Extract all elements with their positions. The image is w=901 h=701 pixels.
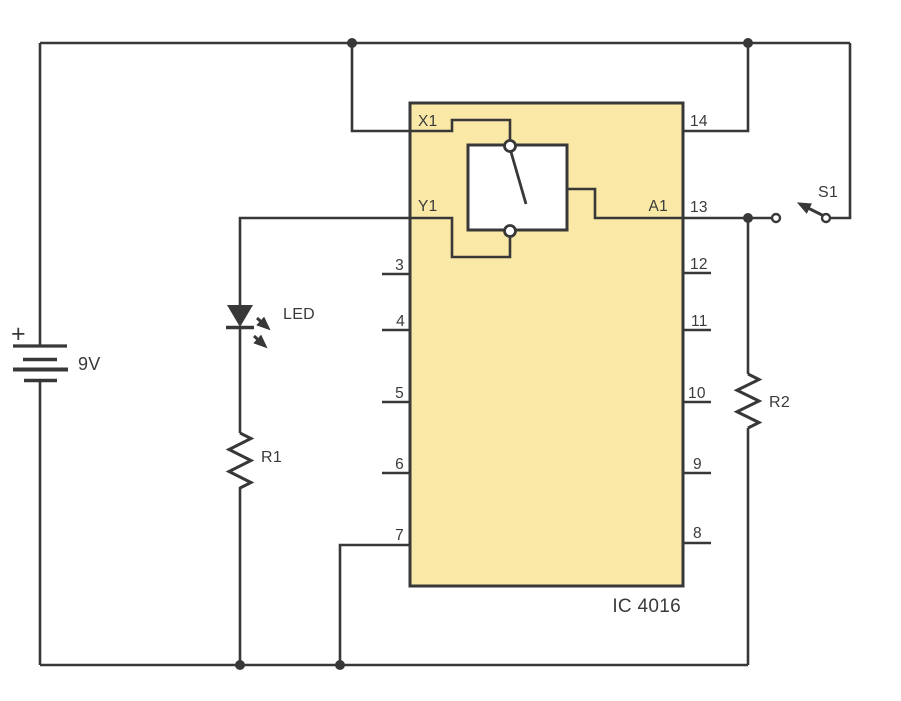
ic-pin-number-8: 8 [693,525,702,542]
internal-switch-contact-top [503,139,517,153]
ic-pin-number-5: 5 [395,385,404,402]
led-triangle [227,305,253,327]
battery-voltage-label: 9V [78,354,101,374]
junction-dots [235,38,753,670]
ic-pin-number-10: 10 [688,385,706,402]
r2-label: R2 [769,394,790,411]
ic-pin-number-11: 11 [691,313,708,330]
ic-pin-number-7: 7 [395,527,404,544]
wire-y1-to-led [238,216,410,306]
ic-name-label: IC 4016 [612,596,681,617]
ic-pin-number-4: 4 [396,313,405,330]
battery-symbol: + 9V [11,320,101,383]
resistor-r2-symbol: R2 [733,372,790,430]
internal-switch-contact-bottom [503,224,517,238]
internal-switch-lever [509,151,528,205]
ic-pin-label-y1: Y1 [418,198,438,215]
s1-lever [796,202,825,218]
ic-pin-number-3: 3 [395,257,404,274]
x1-internal-wire [410,118,512,140]
battery-plus-label: + [11,320,26,348]
s1-contact-left [770,212,782,224]
s1-contact-right [820,212,832,224]
s1-label: S1 [818,184,838,201]
led-symbol: LED [226,305,315,349]
junction-dot [347,38,357,48]
led-light-arrow-icon [255,316,271,331]
wire-to-switch [830,43,852,220]
internal-switch-box [466,143,569,232]
switch-s1-symbol: S1 [770,184,838,224]
ic-pin-number-14: 14 [690,113,708,130]
ic-pin-number-12: 12 [690,256,708,273]
junction-dot [335,660,345,670]
led-light-arrow-icon [252,334,268,349]
junction-dot [743,38,753,48]
internal-switch-symbol [466,139,569,238]
r1-zigzag [225,431,255,490]
ic-pin-number-6: 6 [395,456,404,473]
junction-dot [743,213,753,223]
led-label: LED [283,306,315,323]
ic-pin-number-13: 13 [690,199,708,216]
wire-to-x1 [350,43,410,133]
a1-internal-wire [567,187,683,220]
r2-zigzag [733,372,763,430]
resistor-r1-symbol: R1 [225,431,282,490]
wire-pin7-to-ground [338,543,410,665]
ic-pin-label-a1: A1 [648,198,668,215]
wires [38,41,852,667]
ic-pin-label-x1: X1 [418,113,438,130]
ic-4016: X1 Y1 A1 3 4 5 6 7 14 13 12 11 10 9 8 IC… [382,101,711,617]
wire-to-pin14 [683,43,750,133]
y1-internal-wire [410,216,512,259]
r1-label: R1 [261,449,282,466]
ic-pin-number-9: 9 [693,456,702,473]
junction-dot [235,660,245,670]
